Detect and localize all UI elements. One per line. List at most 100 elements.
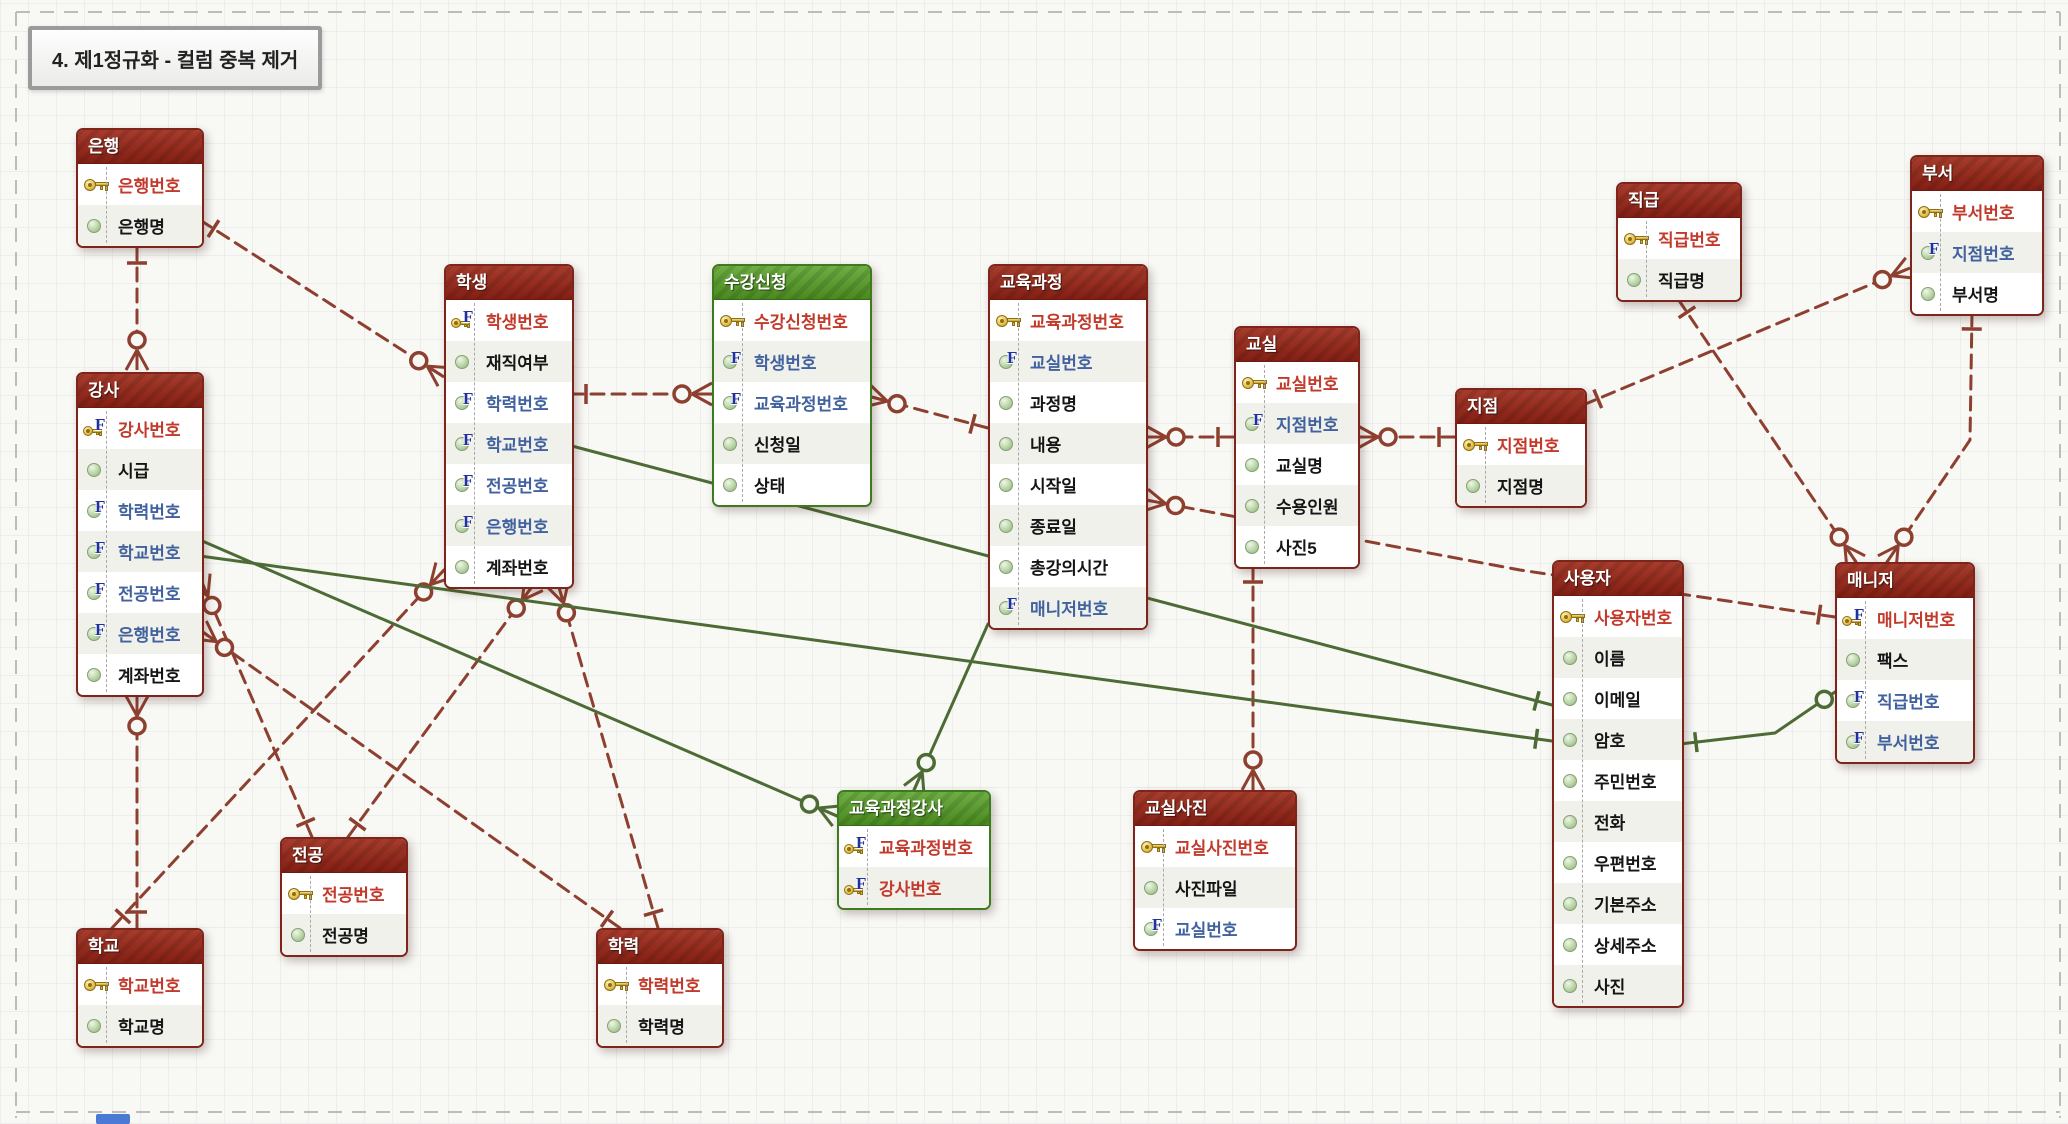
entity-title-student[interactable]: 학생	[446, 266, 572, 300]
column-row-col[interactable]: 은행명	[78, 205, 202, 246]
entity-title-manager[interactable]: 매니저	[1837, 564, 1973, 598]
column-row-col[interactable]: 상세주소	[1554, 924, 1682, 965]
column-row-col[interactable]: 직급명	[1618, 259, 1740, 300]
column-row-pk[interactable]: 전공번호	[282, 873, 406, 914]
relationship-major-student[interactable]	[346, 577, 544, 839]
entity-title-course[interactable]: 교육과정	[990, 266, 1146, 300]
column-row-pk[interactable]: 수강신청번호	[714, 300, 870, 341]
column-row-col[interactable]: 종료일	[990, 505, 1146, 546]
column-row-col[interactable]: 사진파일	[1135, 867, 1295, 908]
column-row-col[interactable]: 이메일	[1554, 678, 1682, 719]
column-row-col[interactable]: 총강의시간	[990, 546, 1146, 587]
column-row-col[interactable]: 과정명	[990, 382, 1146, 423]
relationship-school-instructor[interactable]	[124, 694, 150, 930]
entity-title-classroom[interactable]: 교실	[1236, 328, 1358, 362]
column-row-col[interactable]: 학력명	[598, 1005, 722, 1046]
entity-title-major[interactable]: 전공	[282, 839, 406, 873]
column-row-col[interactable]: 계좌번호	[78, 654, 202, 695]
column-row-pk[interactable]: 지점번호	[1457, 424, 1585, 465]
relationship-classroom-classroom_photo[interactable]	[1240, 564, 1266, 792]
column-row-col[interactable]: 사진5	[1236, 526, 1358, 567]
column-row-pk[interactable]: 교육과정번호	[990, 300, 1146, 341]
column-row-col[interactable]: 상태	[714, 464, 870, 505]
relationship-instructor-course_instructor[interactable]	[198, 538, 842, 828]
relationship-education-student[interactable]	[546, 580, 664, 930]
relationship-user-instructor[interactable]	[198, 554, 1554, 749]
entity-title-enrollment[interactable]: 수강신청	[714, 266, 870, 300]
column-row-pk[interactable]: 학교번호	[78, 964, 202, 1005]
column-row-pk[interactable]: 교실번호	[1236, 362, 1358, 403]
relationship-branch-classroom[interactable]	[1356, 424, 1457, 450]
column-row-col[interactable]: 수용인원	[1236, 485, 1358, 526]
entity-title-bank[interactable]: 은행	[78, 130, 202, 164]
column-row-pk[interactable]: 사용자번호	[1554, 596, 1682, 637]
relationship-department-manager[interactable]	[1877, 311, 1982, 569]
entity-title-department[interactable]: 부서	[1912, 157, 2042, 191]
entity-title-course_instructor[interactable]: 교육과정강사	[839, 792, 989, 826]
column-row-col[interactable]: 전화	[1554, 801, 1682, 842]
entity-title-position[interactable]: 직급	[1618, 184, 1740, 218]
entity-title-education[interactable]: 학력	[598, 930, 722, 964]
column-row-col[interactable]: 학교명	[78, 1005, 202, 1046]
column-row-pk[interactable]: 직급번호	[1618, 218, 1740, 259]
entity-title-instructor[interactable]: 강사	[78, 374, 202, 408]
entity-title-branch[interactable]: 지점	[1457, 390, 1585, 424]
column-row-pk[interactable]: 학력번호	[598, 964, 722, 1005]
column-row-col[interactable]: 주민번호	[1554, 760, 1682, 801]
column-row-col[interactable]: 신청일	[714, 423, 870, 464]
relationship-major-instructor[interactable]	[188, 573, 316, 839]
column-row-col[interactable]: 시작일	[990, 464, 1146, 505]
column-row-col[interactable]: 계좌번호	[446, 546, 572, 587]
column-row-col[interactable]: 사진	[1554, 965, 1682, 1006]
column-row-col[interactable]: 재직여부	[446, 341, 572, 382]
relationship-bank-instructor[interactable]	[124, 245, 150, 372]
column-row-col[interactable]: 교실명	[1236, 444, 1358, 485]
entity-title-classroom_photo[interactable]: 교실사진	[1135, 792, 1295, 826]
column-row-col[interactable]: 팩스	[1837, 639, 1973, 680]
relationship-user-manager[interactable]	[1678, 689, 1837, 753]
column-row-col[interactable]: 기본주소	[1554, 883, 1682, 924]
relationship-course-enrollment[interactable]	[864, 384, 990, 434]
column-row-col[interactable]: 이름	[1554, 637, 1682, 678]
entity-title-user[interactable]: 사용자	[1554, 562, 1682, 596]
column-row-pk[interactable]: 부서번호	[1912, 191, 2042, 232]
column-row-col[interactable]: 암호	[1554, 719, 1682, 760]
column-row-col[interactable]: 우편번호	[1554, 842, 1682, 883]
column-row-col[interactable]: 전공명	[282, 914, 406, 955]
column-row-col[interactable]: 내용	[990, 423, 1146, 464]
